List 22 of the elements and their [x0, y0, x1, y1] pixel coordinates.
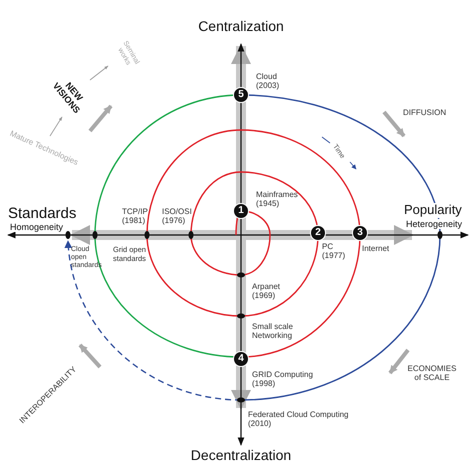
axis-title: Popularity [404, 203, 462, 218]
point-label: PC (1977) [322, 242, 346, 260]
point-label: TCP/IP (1981) [122, 207, 148, 226]
axis-title: Decentralization [190, 446, 292, 464]
point-label: Mainframes (1945) [256, 190, 299, 208]
callout-number: 5 [233, 87, 249, 103]
axis-subtitle: Homogeneity [10, 222, 64, 232]
callout-number: 3 [352, 225, 368, 241]
point-label: Cloud (2003) [256, 72, 280, 90]
callout-number: 4 [233, 351, 249, 367]
annotation-text: ECONOMIES of SCALE [407, 364, 457, 382]
axis-title: Centralization [198, 18, 284, 34]
point-label: Arpanet (1969) [252, 282, 282, 300]
annotation-text: DIFFUSION [403, 108, 446, 118]
point-label: Internet [362, 244, 390, 254]
callout-number: 1 [233, 203, 249, 219]
point-label: Federated Cloud Computing (2010) [248, 410, 350, 428]
point-label: ISO/OSI (1976) [162, 207, 193, 226]
axis-subtitle: Heterogeneity [406, 219, 462, 230]
point-label: Small scale Networking [252, 322, 294, 340]
point-label: GRID Computing (1998) [252, 370, 314, 388]
callout-number: 2 [310, 225, 326, 241]
